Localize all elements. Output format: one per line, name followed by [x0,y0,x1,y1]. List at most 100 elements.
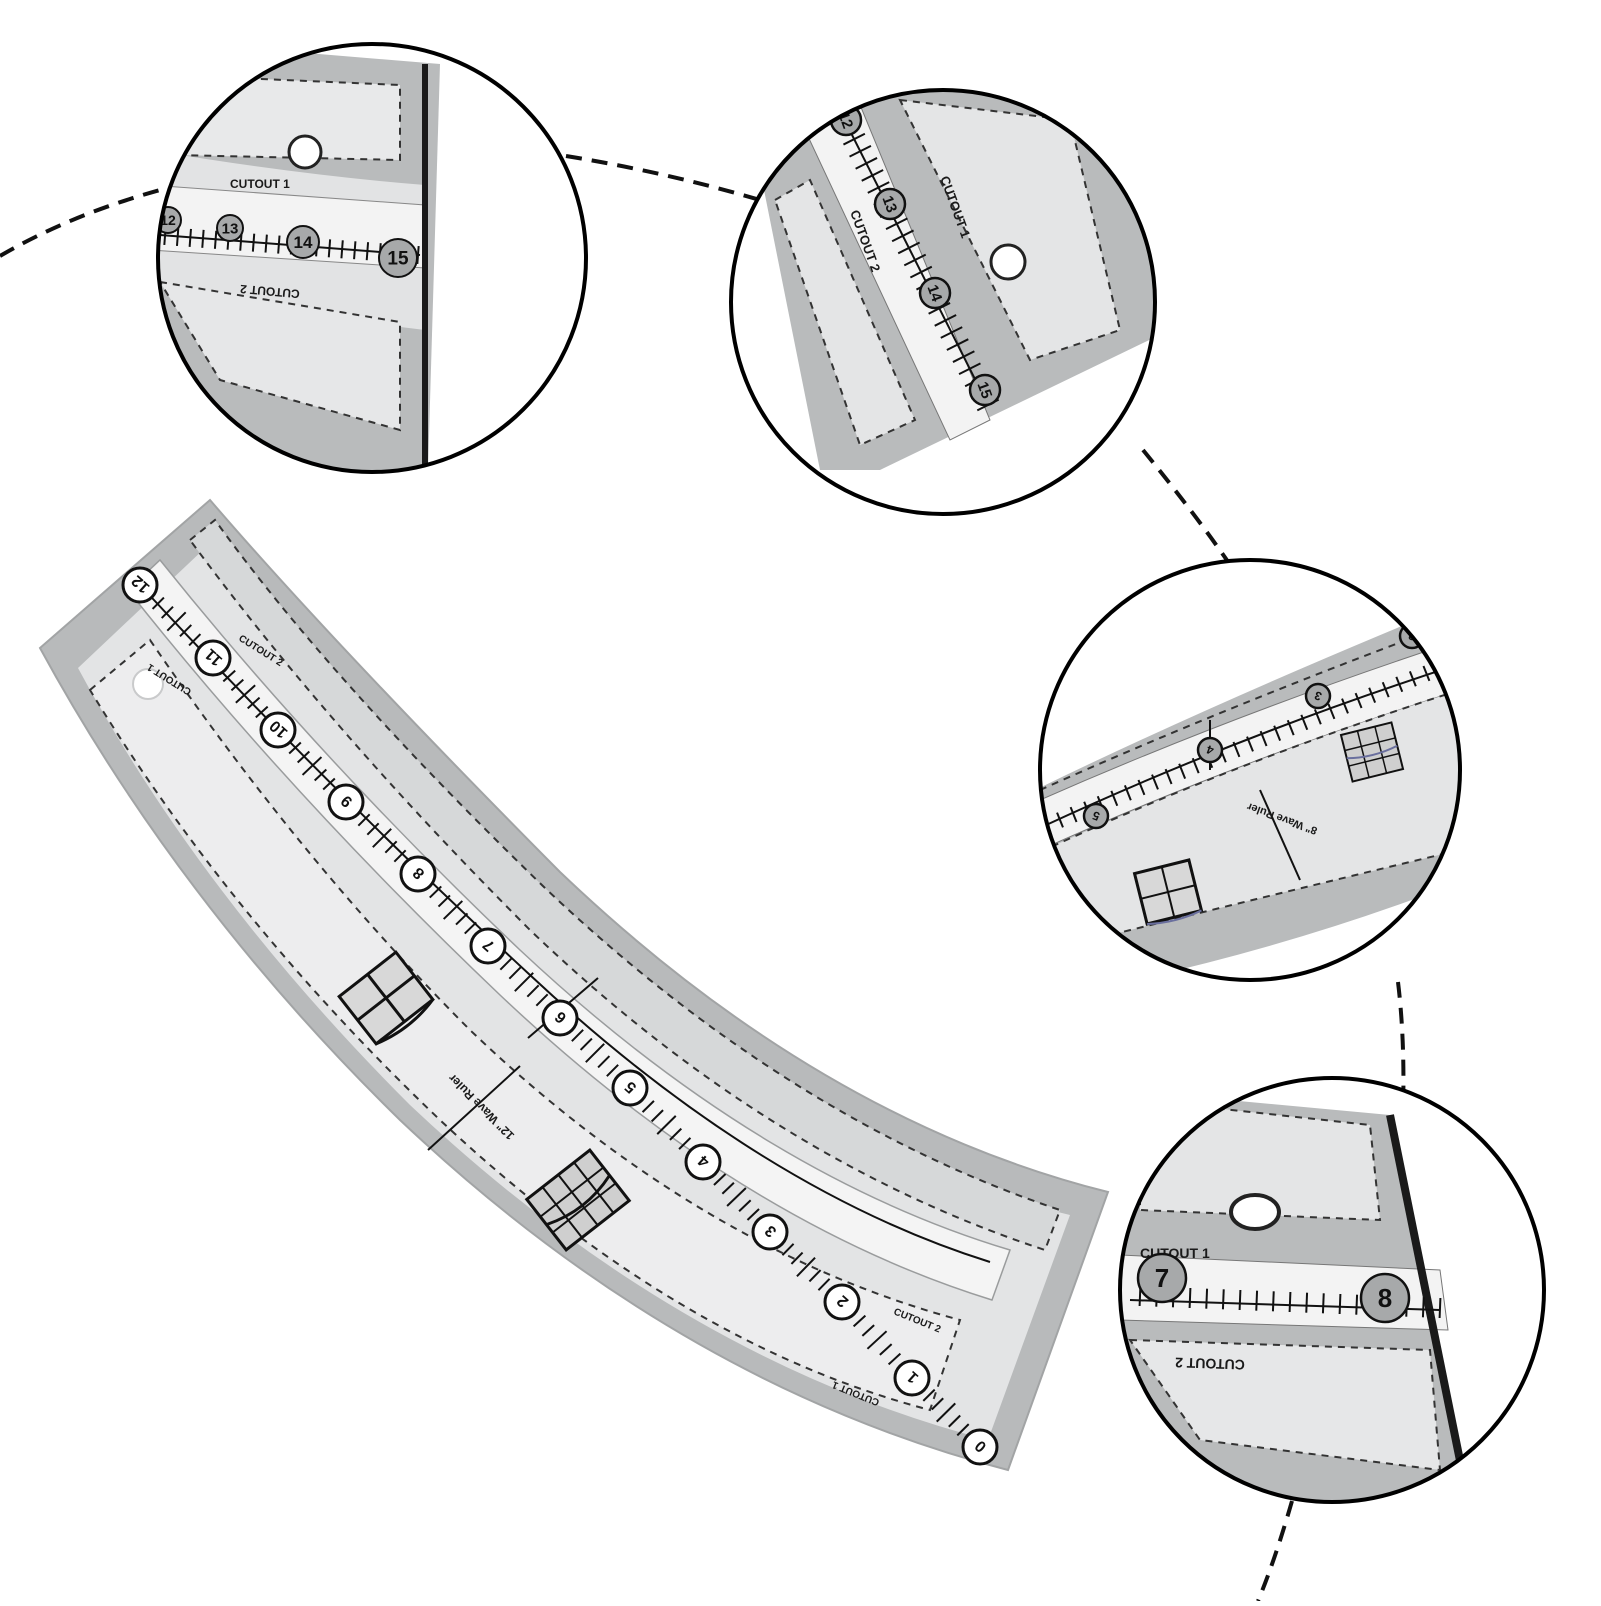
callout-d-tick [1255,1290,1259,1311]
ruler-tick [514,972,534,992]
callout-c-number-label: 3 [1312,688,1323,704]
callout-b-number-marker: 14 [918,276,952,310]
callout-b-number-marker: 15 [968,373,1002,407]
ruler-number-marker: 12 [121,566,159,604]
ruler-tick [817,1278,831,1291]
ruler-tick [301,756,323,776]
ruler-tick [796,1256,816,1278]
callout-c-number-marker: 3 [1304,682,1332,710]
ruler-number-marker: 9 [327,783,365,821]
callout-c-tick [1137,779,1146,796]
ruler-tick [372,828,392,848]
ruler-tick [571,1029,584,1042]
ruler-tick [738,1199,752,1213]
curved-block-icon [337,950,435,1046]
ruler-tick [721,1181,735,1195]
ruler-number-marker: 6 [541,999,579,1037]
callout-b-tick [940,326,963,339]
callout-a-tick [327,239,332,258]
callout-c-tick [1313,709,1322,725]
ruler-tick [255,705,269,719]
ruler-tick [313,768,328,782]
ruler-tick [429,885,442,899]
callout-c-tick [1395,676,1404,693]
ruler-tick [606,1064,619,1077]
callout-a-number-marker: 15 [378,238,418,278]
ruler-hole [132,668,164,700]
ruler-tick [161,606,174,619]
callout-d-number-marker: 8 [1359,1272,1411,1324]
callout-c-number-label: 4 [1204,742,1215,758]
ruler-tick [151,596,165,610]
callout-c-grid-icon [1339,721,1405,783]
ruler-tick [641,1100,655,1113]
ruler-tick [726,1187,747,1207]
callout-b-number-label: 14 [923,283,945,305]
ruler-tick [948,1414,961,1428]
ruler-tick [179,624,192,637]
ruler-number-marker: 4 [684,1143,722,1181]
ruler-number-marker: 8 [399,855,437,893]
ruler-tick [526,984,540,998]
callout-d-tick [1271,1291,1275,1312]
ruler-tick [861,1324,875,1337]
ruler-tick [384,840,398,854]
ruler-tick [499,957,513,971]
callout-a-cutout-2-label: CUTOUT 2 [239,282,300,301]
ruler-tick [931,1397,944,1411]
callout-c-tick [1123,785,1132,801]
ruler-tick [188,633,202,647]
callout-c-tick [1286,719,1295,736]
callout-c-tick [1246,736,1254,752]
callout-c-tick [1341,698,1349,714]
connector-right-upper [1141,448,1237,574]
ruler-number-marker: 2 [823,1283,861,1321]
callout-d-tick [1421,1297,1425,1318]
callout-b-tick [855,157,878,170]
ruler-tick [442,900,464,920]
callout-bottom-right: CUTOUT 1 CUTOUT 2 78 [1118,1076,1546,1504]
ruler-tick [922,1388,936,1402]
callout-b-tick [903,253,927,267]
ruler-tick [247,696,261,710]
callout-d-tick [1288,1291,1292,1313]
ruler-number-marker: 10 [259,711,297,749]
callout-d-tick [1305,1292,1309,1313]
callout-c-tick [1259,730,1268,747]
callout-a-tick [188,228,192,247]
callout-b-number-label: 13 [878,194,900,215]
ruler-tick [535,993,549,1007]
callout-c-tick [1381,681,1390,698]
ruler-tick [597,1055,611,1069]
callout-c-tick [1151,774,1159,790]
ruler-tick [713,1173,727,1186]
ruler-tick [579,1037,593,1051]
callout-b-tick [861,169,884,182]
ruler-tick [366,822,380,836]
callout-b-tick [946,338,969,351]
callout-d-tick [1221,1289,1225,1310]
callout-c-tick [1178,763,1187,779]
ruler-tick [852,1314,867,1328]
callout-b-tick [958,362,981,376]
callout-d-tick [1238,1289,1242,1311]
callout-b-number-marker: 13 [873,187,907,221]
ruler-number-marker: 1 [893,1359,931,1397]
callout-d-tick [1338,1293,1342,1315]
callout-a-tick [201,229,205,248]
ruler-tick [508,966,522,980]
callout-c-number-label: 5 [1090,808,1101,824]
callout-a-number-marker: 13 [216,214,244,242]
ruler-tick [357,813,371,827]
ruler-tick [464,921,477,935]
ruler-number-marker: 5 [611,1069,649,1107]
callout-c-tick [1164,768,1173,785]
callout-a-number-label: 14 [294,233,313,252]
ruler-tick [437,894,451,908]
ruler-tick [669,1127,683,1141]
ruler-tick [656,1115,677,1135]
callout-b-tick [885,217,908,231]
callout-a-cutout-1-label: CUTOUT 1 [230,177,290,191]
